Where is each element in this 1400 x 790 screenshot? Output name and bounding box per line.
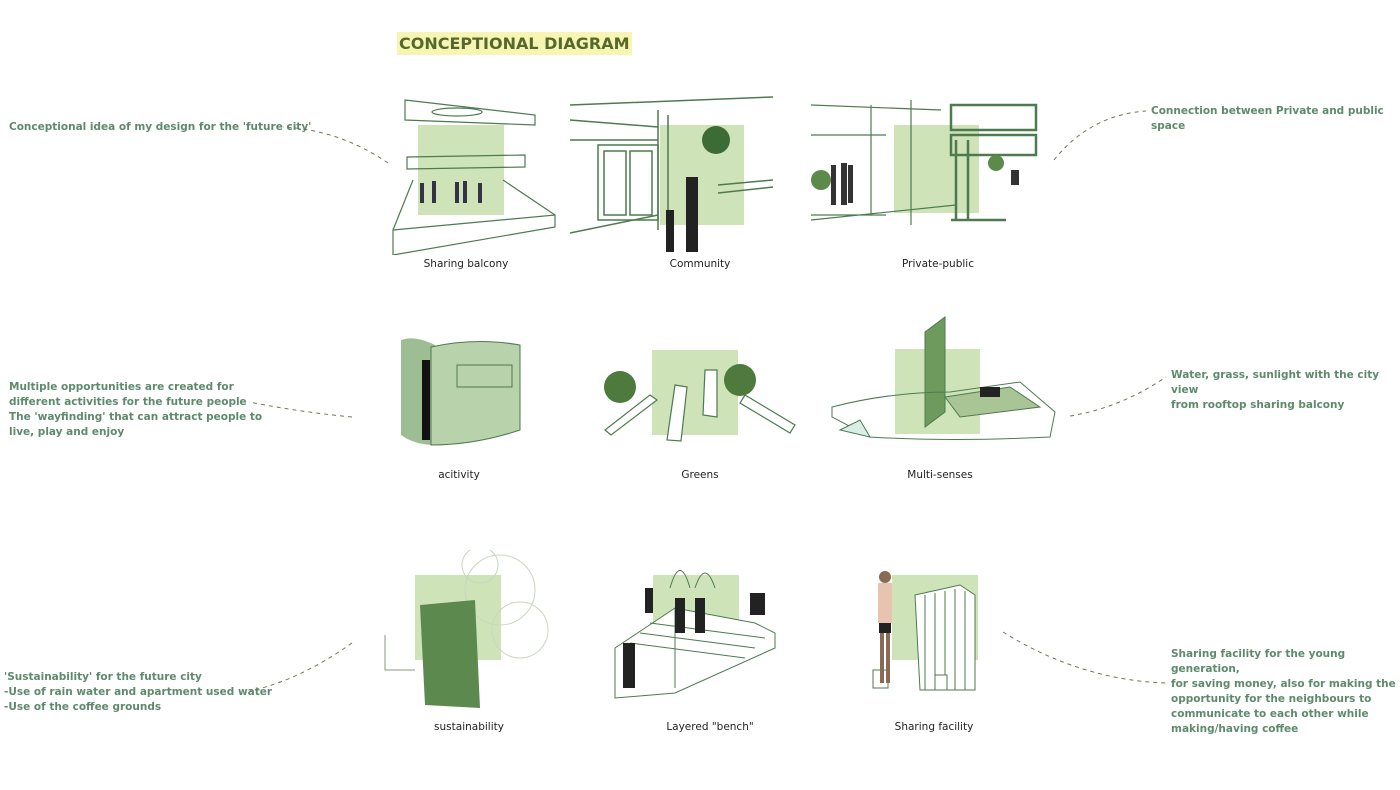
arrow-rooftop bbox=[1069, 376, 1167, 417]
panel-community bbox=[568, 95, 778, 255]
panel-activity bbox=[395, 335, 535, 450]
panel-greens bbox=[595, 345, 800, 445]
arrow-private-public bbox=[1053, 110, 1147, 161]
note-line: The 'wayfinding' that can attract people… bbox=[9, 411, 263, 423]
note-line: -Use of rain water and apartment used wa… bbox=[4, 686, 273, 698]
note-line: from rooftop sharing balcony bbox=[1171, 399, 1345, 411]
multi-senses-illustration bbox=[831, 316, 1056, 440]
note-line: Multiple opportunities are created for bbox=[9, 381, 234, 393]
note-line: 'Sustainability' for the future city bbox=[4, 671, 202, 683]
caption-greens: Greens bbox=[681, 469, 719, 481]
caption-sharing-facility: Sharing facility bbox=[894, 721, 974, 733]
note-line: communicate to each other while bbox=[1171, 708, 1369, 720]
note-line: different activities for the future peop… bbox=[9, 396, 247, 408]
note-line: Water, grass, sunlight with the city vie… bbox=[1171, 369, 1380, 396]
sharing-facility-illustration bbox=[872, 571, 978, 691]
note-line: Sharing facility for the young generatio… bbox=[1171, 648, 1346, 675]
caption-multi-senses: Multi-senses bbox=[907, 469, 973, 481]
note-sustainability: 'Sustainability' for the future city -Us… bbox=[4, 670, 272, 715]
page-title: CONCEPTIONAL DIAGRAM bbox=[397, 32, 632, 55]
note-line: for saving money, also for making the bbox=[1171, 678, 1396, 690]
panel-private-public bbox=[806, 95, 1041, 255]
note-activities: Multiple opportunities are created for d… bbox=[9, 380, 262, 440]
caption-community: Community bbox=[669, 258, 731, 270]
caption-sustainability: sustainability bbox=[434, 721, 504, 733]
panel-sharing-balcony bbox=[385, 95, 565, 256]
layered-bench-illustration bbox=[614, 570, 776, 699]
private-public-illustration bbox=[810, 100, 1038, 225]
note-line: making/having coffee bbox=[1171, 723, 1299, 735]
caption-activity: acitivity bbox=[438, 469, 480, 481]
caption-private-public: Private-public bbox=[902, 258, 974, 270]
note-rooftop: Water, grass, sunlight with the city vie… bbox=[1171, 368, 1400, 413]
panel-multi-senses bbox=[830, 312, 1060, 452]
activity-illustration bbox=[401, 338, 521, 446]
note-line: -Use of the coffee grounds bbox=[4, 701, 162, 713]
sharing-balcony-illustration bbox=[392, 99, 556, 256]
note-sharing: Sharing facility for the young generatio… bbox=[1171, 647, 1400, 737]
note-private-public: Connection between Private and public sp… bbox=[1151, 105, 1384, 132]
greens-illustration bbox=[604, 350, 796, 442]
panel-sharing-facility bbox=[865, 565, 985, 695]
panel-layered-bench bbox=[595, 548, 790, 713]
note-line: live, play and enjoy bbox=[9, 426, 125, 438]
arrow-activities bbox=[248, 401, 353, 418]
caption-sharing-balcony: Sharing balcony bbox=[423, 258, 509, 270]
caption-layered-bench: Layered "bench" bbox=[666, 721, 754, 733]
community-illustration bbox=[569, 96, 774, 252]
panel-sustainability bbox=[380, 546, 550, 710]
note-line: opportunity for the neighbours to bbox=[1171, 693, 1372, 705]
note-future-city: Conceptional idea of my design for the '… bbox=[9, 121, 312, 133]
arrow-sharing bbox=[1002, 631, 1167, 684]
sustainability-illustration bbox=[384, 546, 549, 708]
